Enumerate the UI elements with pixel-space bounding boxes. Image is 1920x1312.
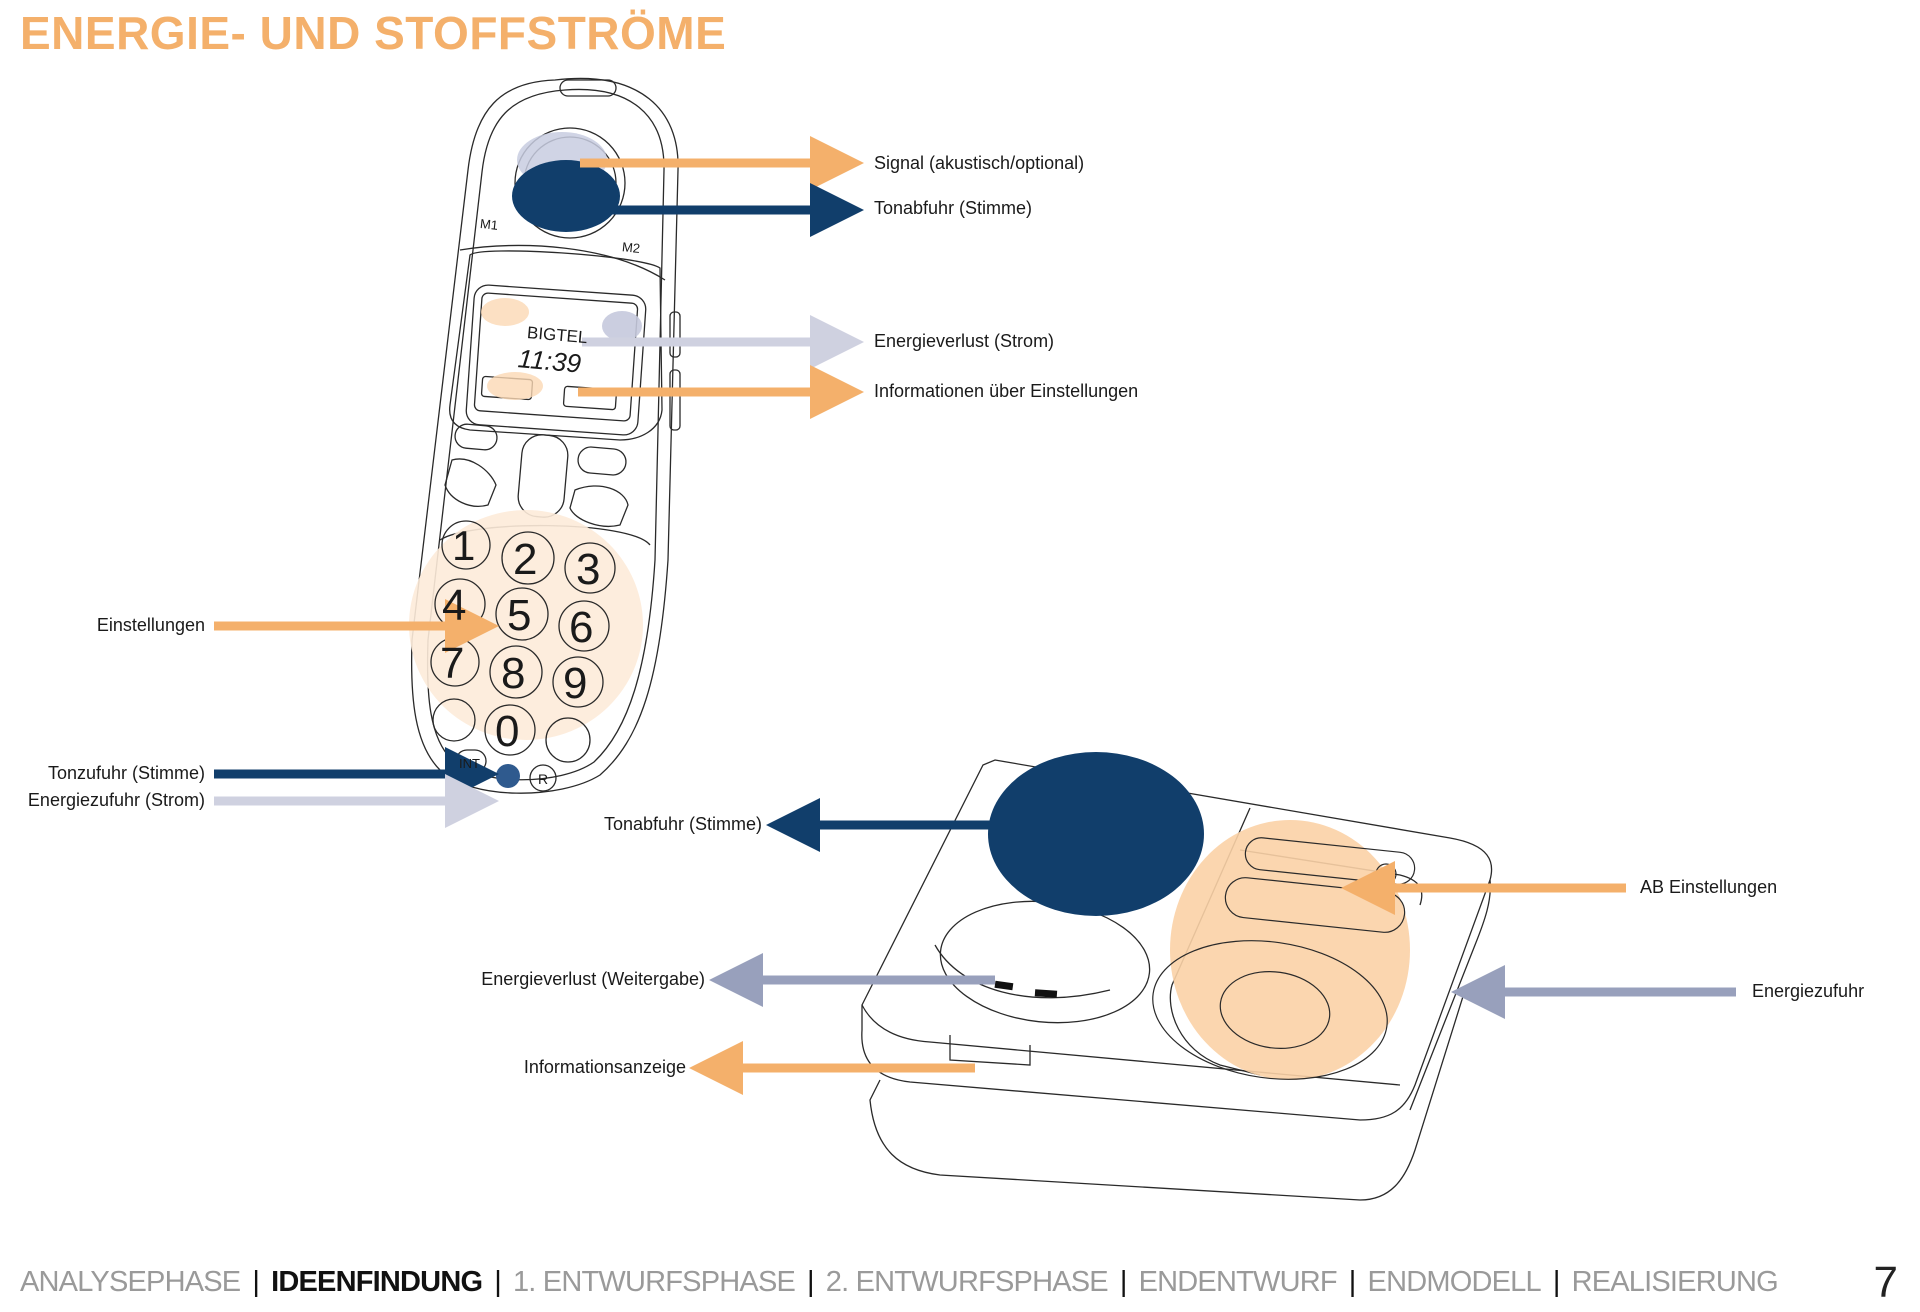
label-energiezufuhr-strom: Energiezufuhr (Strom) <box>27 790 205 810</box>
m2-key: M2 <box>621 239 641 256</box>
brand-label: BIGTEL <box>526 323 588 347</box>
key-3: 3 <box>576 545 600 594</box>
nav-item-2-entwurfsphase[interactable]: 2. ENTWURFSPHASE <box>825 1266 1109 1298</box>
nav-item-endentwurf[interactable]: ENDENTWURF <box>1138 1266 1338 1298</box>
flow-arrows <box>214 136 1736 1095</box>
key-1: 1 <box>452 522 475 569</box>
page-title: ENERGIE- UND STOFFSTRÖME <box>20 7 727 59</box>
ab-controls-highlight <box>1170 820 1410 1080</box>
key-2: 2 <box>513 535 537 584</box>
nav-separator: | <box>494 1266 502 1298</box>
label-einstellungen: Einstellungen <box>96 615 205 635</box>
earpiece-speaker <box>512 160 620 232</box>
key-6: 6 <box>569 603 593 652</box>
key-4: 4 <box>442 581 466 630</box>
label-energiezufuhr: Energiezufuhr <box>1752 981 1865 1001</box>
label-energieverlust-strom: Energieverlust (Strom) <box>874 331 1055 351</box>
nav-item-ideenfindung[interactable]: IDEENFINDUNG <box>271 1266 483 1298</box>
nav-item-analysephase[interactable]: ANALYSEPHASE <box>20 1266 241 1298</box>
key-5: 5 <box>507 591 531 640</box>
key-0: 0 <box>495 707 519 756</box>
nav-separator: | <box>1552 1266 1561 1298</box>
nav-item-1-entwurfsphase[interactable]: 1. ENTWURFSPHASE <box>512 1266 796 1298</box>
label-tonabfuhr-phone: Tonabfuhr (Stimme) <box>874 198 1033 218</box>
page-number: 7 <box>1873 1258 1898 1307</box>
label-ab-einstellungen: AB Einstellungen <box>1640 877 1778 897</box>
label-tonzufuhr: Tonzufuhr (Stimme) <box>47 763 205 783</box>
label-informationsanzeige: Informationsanzeige <box>523 1057 686 1077</box>
label-informationen: Informationen über Einstellungen <box>874 381 1139 401</box>
nav-item-realisierung[interactable]: REALISIERUNG <box>1571 1266 1779 1298</box>
nav-separator: | <box>252 1266 260 1298</box>
label-tonabfuhr-base: Tonabfuhr (Stimme) <box>603 814 762 834</box>
label-energieverlust-weitergabe: Energieverlust (Weitergabe) <box>481 969 705 989</box>
key-7: 7 <box>440 639 464 688</box>
m1-key: M1 <box>479 216 499 233</box>
key-8: 8 <box>501 649 525 698</box>
nav-separator: | <box>1119 1266 1128 1298</box>
phase-navigation: ANALYSEPHASE | IDEENFINDUNG | 1. ENTWURFSPHA… <box>20 1266 1779 1299</box>
base-station-drawing <box>861 759 1493 1201</box>
key-9: 9 <box>563 659 587 708</box>
nav-separator: | <box>807 1266 815 1298</box>
int-key: INT <box>459 756 480 771</box>
nav-item-endmodell[interactable]: ENDMODELL <box>1367 1266 1542 1298</box>
r-key: R <box>538 771 548 787</box>
base-speaker <box>988 752 1204 916</box>
label-signal: Signal (akustisch/optional) <box>874 153 1085 173</box>
clock-display: 11:39 <box>517 343 583 378</box>
nav-separator: | <box>1348 1266 1357 1298</box>
